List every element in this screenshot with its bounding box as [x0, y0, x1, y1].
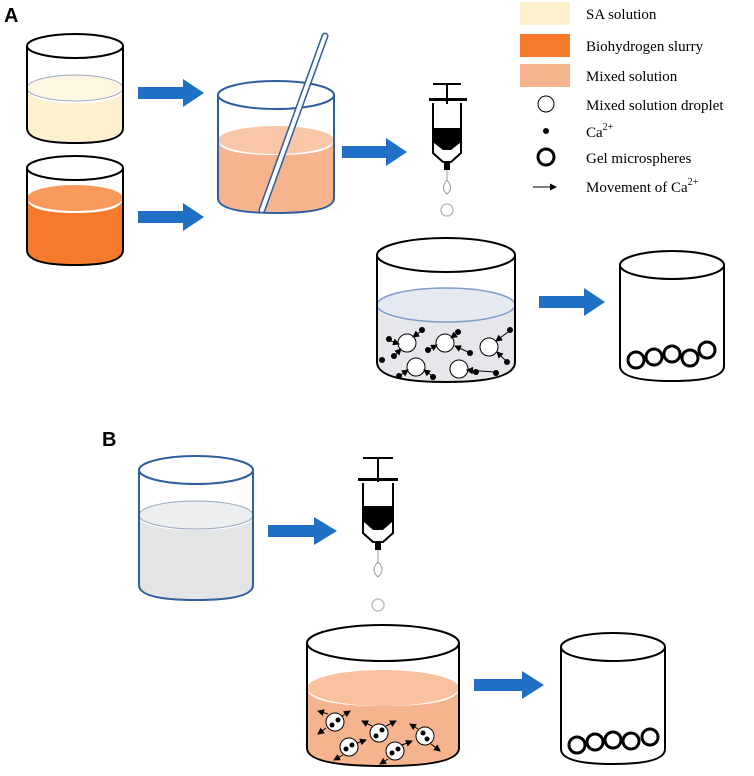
- droplets-with-ca-b: [317, 709, 441, 765]
- panel-b-label: B: [102, 429, 116, 451]
- legend-label-droplet: Mixed solution droplet: [586, 98, 724, 114]
- beaker-mixed-bath-b: [306, 624, 460, 768]
- legend-label-ca-sup: 2+: [603, 122, 614, 133]
- arrow-solution-to-syringe-b: [268, 517, 337, 545]
- legend-swatch-sa-solution: [520, 2, 570, 25]
- beaker-mixed-solution: [217, 32, 335, 215]
- legend-label-biohydrogen-slurry: Biohydrogen slurry: [586, 39, 704, 55]
- arrow-bath-to-product-a: [539, 288, 605, 316]
- legend-label-mixed-solution: Mixed solution: [586, 69, 678, 85]
- arrow-bath-to-product-b: [474, 671, 544, 699]
- beaker-biohydrogen-slurry: [26, 155, 124, 267]
- beaker-cacl2-bath-a: [376, 237, 516, 384]
- legend-label-sa-solution: SA solution: [586, 7, 657, 23]
- open-circle-thick-icon: [536, 147, 556, 167]
- panel-a-label: A: [4, 5, 18, 27]
- syringe-b-icon: [358, 457, 398, 612]
- arrow-slurry-to-mix: [138, 203, 204, 231]
- open-circle-thin-icon: [537, 95, 555, 113]
- legend-swatch-mixed-solution: [520, 64, 570, 87]
- legend-label-ca: Ca2+: [586, 122, 614, 141]
- beaker-solution-b: [138, 455, 254, 602]
- legend-label-ca-text: Ca: [586, 125, 603, 141]
- arrow-mix-to-syringe: [342, 138, 407, 166]
- beaker-gel-microspheres-b: [560, 632, 666, 766]
- dot-icon: [543, 128, 549, 134]
- legend-label-movement-text: Movement of Ca: [586, 180, 688, 196]
- legend-label-movement-sup: 2+: [688, 177, 699, 188]
- syringe-a-icon: [429, 83, 467, 217]
- legend-swatch-biohydrogen-slurry: [520, 34, 570, 57]
- stir-rod-icon: [258, 32, 329, 214]
- beaker-sa-solution: [26, 33, 124, 145]
- legend-label-movement: Movement of Ca2+: [586, 177, 699, 196]
- legend: SA solution Biohydrogen slurry Mixed sol…: [520, 2, 724, 196]
- legend-label-gel-microspheres: Gel microspheres: [586, 151, 692, 167]
- droplets-with-ca-a: [379, 327, 513, 380]
- beaker-gel-microspheres-a: [619, 250, 725, 383]
- arrow-sa-to-mix: [138, 79, 204, 107]
